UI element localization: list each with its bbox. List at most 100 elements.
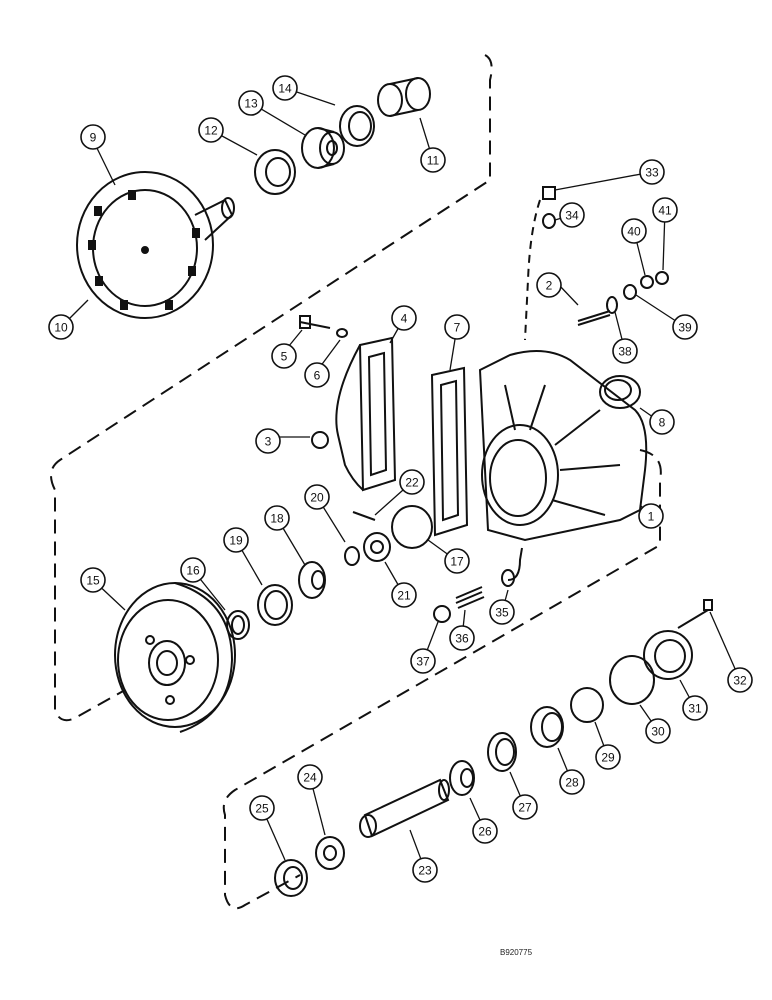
elbow-part-35	[501, 547, 523, 587]
callout-number: 34	[565, 209, 579, 223]
callout-number: 32	[733, 674, 747, 688]
callout-circle	[399, 469, 425, 495]
callout-number: 14	[278, 82, 292, 96]
callout-circle	[559, 769, 585, 795]
callout-number: 28	[565, 776, 579, 790]
dashed-group-upper	[50, 54, 493, 722]
callout-13: 13	[238, 90, 264, 116]
callout-number: 15	[86, 574, 100, 588]
bearing-cone-part-27	[487, 732, 517, 772]
callout-14: 14	[272, 75, 298, 101]
bushing-part-11	[377, 77, 431, 117]
seal-part-16	[226, 610, 250, 640]
callout-27: 27	[512, 794, 538, 820]
bearing-cup-part-14	[339, 105, 375, 147]
cap-part-8	[599, 375, 641, 409]
bearing-cone-part-26	[449, 760, 475, 796]
plug-part-3	[311, 431, 329, 449]
shim-part-30	[609, 655, 655, 705]
callout-18: 18	[264, 505, 290, 531]
callout-number: 26	[478, 825, 492, 839]
callout-number: 23	[418, 864, 432, 878]
callout-21: 21	[391, 582, 417, 608]
callout-32: 32	[727, 667, 753, 693]
callout-3: 3	[255, 428, 281, 454]
callout-41: 41	[652, 197, 678, 223]
callout-circle	[449, 625, 475, 651]
callout-25: 25	[249, 795, 275, 821]
callout-6: 6	[304, 362, 330, 388]
hub-part	[76, 171, 235, 319]
callout-26: 26	[472, 818, 498, 844]
callout-number: 11	[427, 154, 440, 168]
callout-number: 24	[303, 771, 317, 785]
seal-part-12	[254, 149, 296, 195]
callout-9: 9	[80, 124, 106, 150]
bolt-part-5	[299, 315, 331, 329]
callout-circle	[444, 314, 470, 340]
bearing-part-24	[315, 836, 345, 870]
plunger-part-37	[433, 605, 451, 623]
washer-part-6	[336, 328, 348, 338]
stud-part-2	[577, 310, 611, 326]
callout-5: 5	[271, 343, 297, 369]
callout-34: 34	[559, 202, 585, 228]
callout-circle	[682, 695, 708, 721]
callout-35: 35	[489, 599, 515, 625]
callout-number: 40	[627, 225, 641, 239]
callout-17: 17	[444, 548, 470, 574]
callout-12: 12	[198, 117, 224, 143]
callout-circle	[512, 794, 538, 820]
callout-number: 3	[265, 435, 272, 449]
callout-number: 31	[688, 702, 702, 716]
bearing-housing-part-31	[643, 630, 693, 680]
callout-number: 27	[518, 801, 532, 815]
callout-number: 13	[244, 97, 258, 111]
bearing-cup-part-19	[257, 584, 293, 626]
callout-circle	[297, 764, 323, 790]
bearing-cup-part-28	[530, 706, 564, 748]
callout-circle	[255, 428, 281, 454]
callout-circle	[391, 305, 417, 331]
callout-circle	[638, 503, 664, 529]
callout-10: 10	[48, 314, 74, 340]
snap-ring-part-29	[570, 687, 604, 723]
callout-labels: 1234567891011121314151617181920212223242…	[48, 75, 753, 883]
callout-number: 33	[645, 166, 659, 180]
washer-part-20	[344, 546, 360, 566]
lockwasher-part-40	[640, 275, 654, 289]
callout-30: 30	[645, 718, 671, 744]
callout-circle	[645, 718, 671, 744]
bearing-cone-part-18	[298, 561, 326, 599]
callout-circle	[536, 272, 562, 298]
callout-circle	[420, 147, 446, 173]
fitting-part-33	[542, 186, 556, 200]
callout-number: 41	[658, 204, 672, 218]
callout-number: 30	[651, 725, 665, 739]
callout-number: 6	[314, 369, 321, 383]
callout-number: 2	[546, 279, 553, 293]
callout-number: 8	[659, 416, 666, 430]
callout-number: 38	[618, 345, 632, 359]
gear-part-21	[363, 532, 391, 562]
callout-circle	[410, 648, 436, 674]
plug-part-34	[542, 213, 556, 229]
callout-8: 8	[649, 409, 675, 435]
reference-code: B920775	[500, 948, 533, 957]
callout-29: 29	[595, 744, 621, 770]
callout-circle	[304, 362, 330, 388]
callout-31: 31	[682, 695, 708, 721]
callout-22: 22	[399, 469, 425, 495]
callout-circle	[727, 667, 753, 693]
callout-number: 25	[255, 802, 269, 816]
callout-36: 36	[449, 625, 475, 651]
callout-19: 19	[223, 527, 249, 553]
washer-part-39	[623, 284, 637, 300]
gasket-part-7	[430, 366, 469, 537]
callout-circle	[223, 527, 249, 553]
callout-1: 1	[638, 503, 664, 529]
callout-circle	[621, 218, 647, 244]
callout-40: 40	[621, 218, 647, 244]
